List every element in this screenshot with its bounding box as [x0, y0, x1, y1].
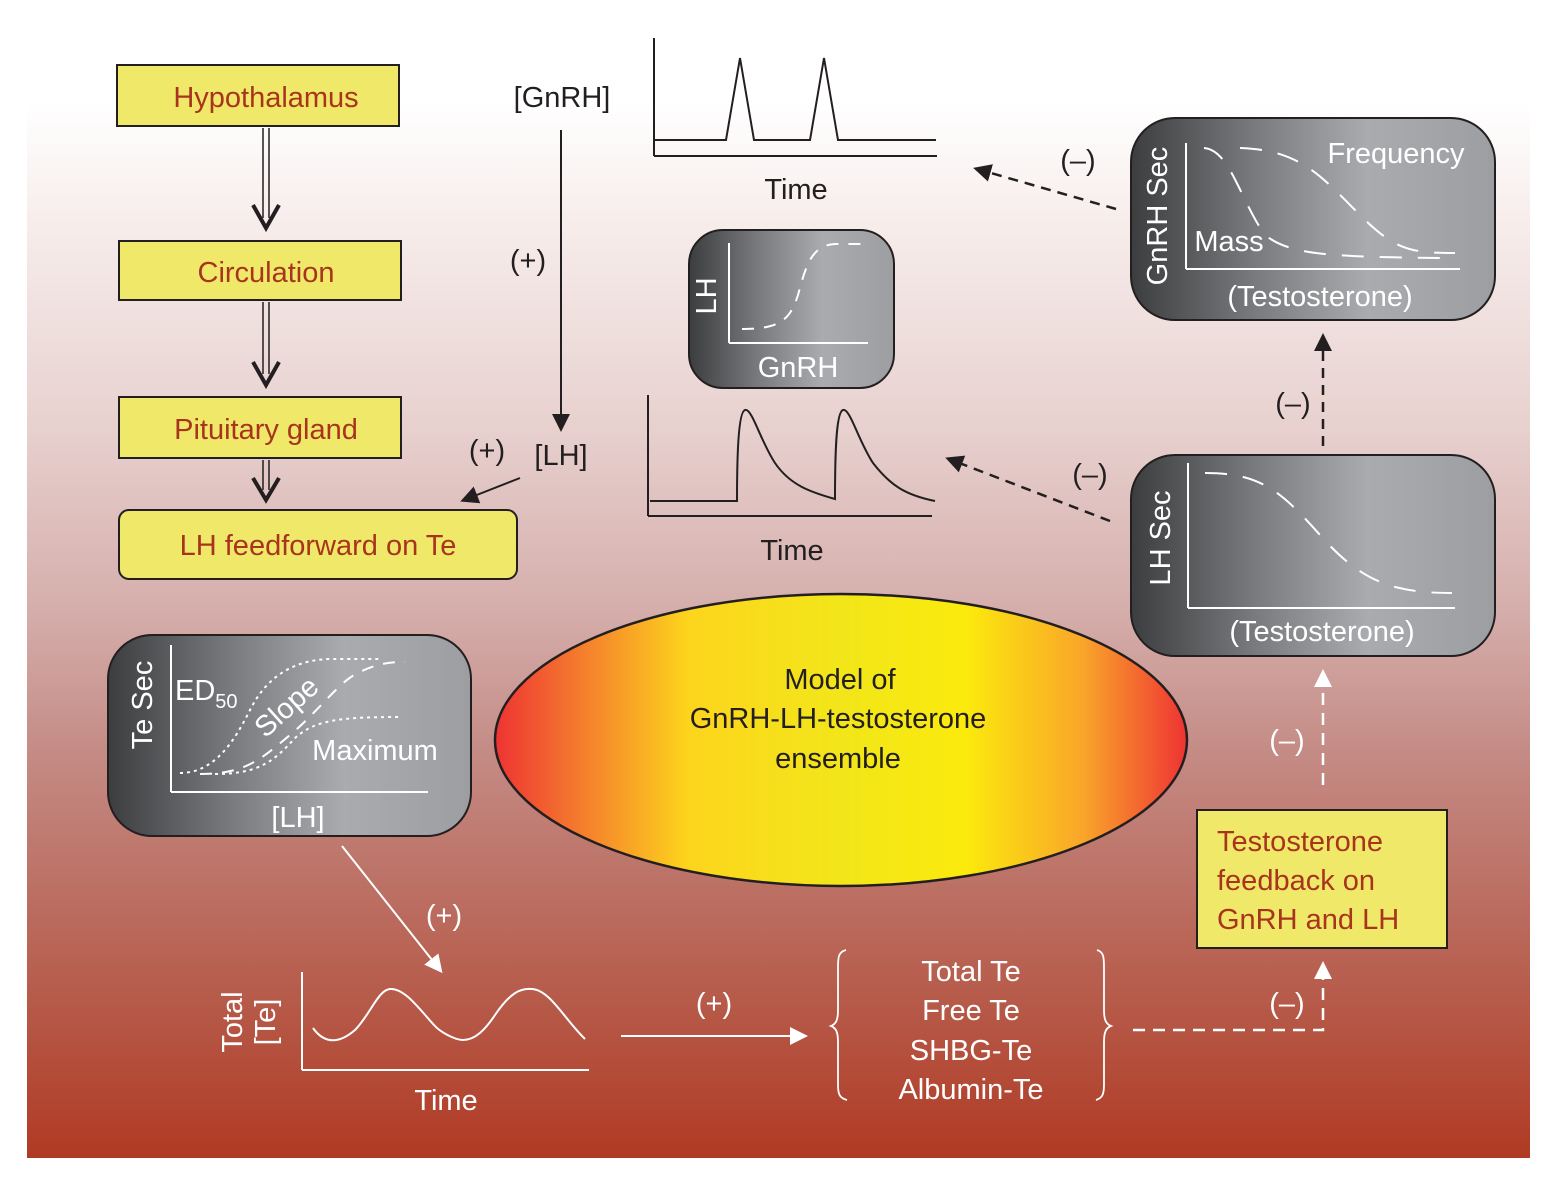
total-te-plot: Total [Te] Time: [217, 972, 589, 1117]
gnrh-sec-to-gnrh-pulse-arrow: [973, 164, 1117, 211]
gnrh-concentration-label: [GnRH]: [514, 82, 611, 114]
model-ellipse-line-1: Model of: [784, 664, 896, 696]
model-ellipse: Model of GnRH-LH-testosterone ensemble: [493, 592, 1189, 888]
total-te-ylabel-line-2: [Te]: [250, 999, 282, 1046]
model-ellipse-line-3: ensemble: [775, 743, 901, 775]
pituitary-gland-label: Pituitary gland: [174, 414, 358, 446]
total-te-trace: [312, 987, 586, 1042]
double-arrow-3: [251, 460, 281, 504]
te-feedback-line-1: Testosterone: [1217, 826, 1383, 858]
gnrh-pulse-time-label: Time: [764, 174, 827, 206]
te-slope-curve: [199, 661, 406, 775]
lh-pulse-time-label: Time: [760, 535, 823, 567]
forms-to-feedback-sign: (–): [1269, 988, 1304, 1020]
lh-sec-panel: LH Sec (Testosterone): [1130, 454, 1496, 657]
te-form-shbg: SHBG-Te: [910, 1035, 1032, 1067]
lh-sec-to-lh-pulse-sign: (–): [1072, 459, 1107, 491]
lh-feedforward-box: LH feedforward on Te: [118, 509, 518, 580]
total-te-to-forms-sign: (+): [696, 988, 732, 1020]
te-forms-group: Total Te Free Te SHBG-Te Albumin-Te: [828, 949, 1114, 1106]
pituitary-gland-box: Pituitary gland: [118, 396, 402, 459]
te-feedback-box: Testosterone feedback on GnRH and LH: [1196, 809, 1448, 949]
gnrh-sec-ylabel: GnRH Sec: [1142, 147, 1174, 286]
lh-vs-gnrh-panel: LH GnRH: [688, 229, 895, 389]
feedback-to-lh-sec-sign: (–): [1269, 725, 1304, 757]
hypothalamus-box: Hypothalamus: [116, 64, 400, 127]
gnrh-to-lh-sign: (+): [510, 245, 546, 277]
te-sec-panel: Te Sec [LH] ED50 Slope Maximum: [107, 634, 472, 837]
lh-vs-gnrh-xlabel: GnRH: [758, 352, 839, 384]
lh-sec-ylabel: LH Sec: [1145, 490, 1177, 585]
hypothalamus-label: Hypothalamus: [173, 82, 358, 114]
te-ed50-curve: [179, 658, 380, 774]
lh-to-feedforward-sign: (+): [469, 435, 505, 467]
te-sec-xlabel: [LH]: [271, 802, 324, 834]
te-ed50-label: ED50: [175, 675, 238, 713]
te-form-total: Total Te: [921, 956, 1020, 988]
circulation-box: Circulation: [118, 240, 402, 301]
model-ellipse-line-2: GnRH-LH-testosterone: [690, 703, 987, 735]
lh-feedforward-label: LH feedforward on Te: [180, 530, 457, 562]
te-sec-to-total-te-arrow: [341, 845, 443, 974]
te-maximum-curve: [214, 716, 401, 775]
te-sec-to-total-te-sign: (+): [426, 900, 462, 932]
lh-sec-to-lh-pulse-arrow: [945, 455, 1111, 523]
lh-pulse-plot: Time: [647, 395, 936, 567]
left-brace: [828, 949, 848, 1101]
lh-sec-xlabel: (Testosterone): [1229, 616, 1414, 648]
gnrh-frequency-label: Frequency: [1327, 138, 1465, 170]
gnrh-frequency-curve: [1239, 147, 1456, 254]
circulation-label: Circulation: [198, 257, 335, 289]
gnrh-pulse-plot: Time: [653, 38, 937, 206]
te-ed50-label-sub: 50: [215, 691, 237, 713]
lh-sec-curve: [1204, 472, 1453, 594]
lh-sec-to-gnrh-sec-sign: (–): [1275, 388, 1310, 420]
lh-pulse-trace: [650, 409, 936, 502]
lh-vs-gnrh-ylabel: LH: [691, 277, 723, 314]
total-te-ylabel-line-1: Total: [217, 991, 249, 1052]
right-brace: [1095, 949, 1114, 1101]
lh-vs-gnrh-curve: [741, 243, 865, 330]
te-feedback-line-3: GnRH and LH: [1217, 904, 1399, 936]
double-arrow-1: [251, 128, 281, 233]
gnrh-mass-label: Mass: [1194, 226, 1263, 258]
gnrh-pulse-trace: [655, 57, 936, 141]
double-arrow-2: [251, 302, 281, 390]
te-form-free: Free Te: [922, 995, 1020, 1027]
lh-to-feedforward-arrow: [460, 477, 521, 504]
te-feedback-line-2: feedback on: [1217, 865, 1375, 897]
te-sec-ylabel: Te Sec: [127, 661, 159, 750]
lh-concentration-label: [LH]: [534, 440, 587, 472]
te-ed50-label-main: ED: [175, 675, 215, 707]
te-maximum-label: Maximum: [312, 735, 438, 767]
forms-to-feedback-arrow: [1133, 961, 1332, 1032]
total-te-xlabel: Time: [414, 1085, 477, 1117]
gnrh-sec-xlabel: (Testosterone): [1227, 281, 1412, 313]
te-form-albumin: Albumin-Te: [898, 1074, 1043, 1106]
gnrh-sec-to-gnrh-pulse-sign: (–): [1060, 145, 1095, 177]
gnrh-sec-panel: GnRH Sec (Testosterone) Frequency Mass: [1130, 117, 1496, 321]
